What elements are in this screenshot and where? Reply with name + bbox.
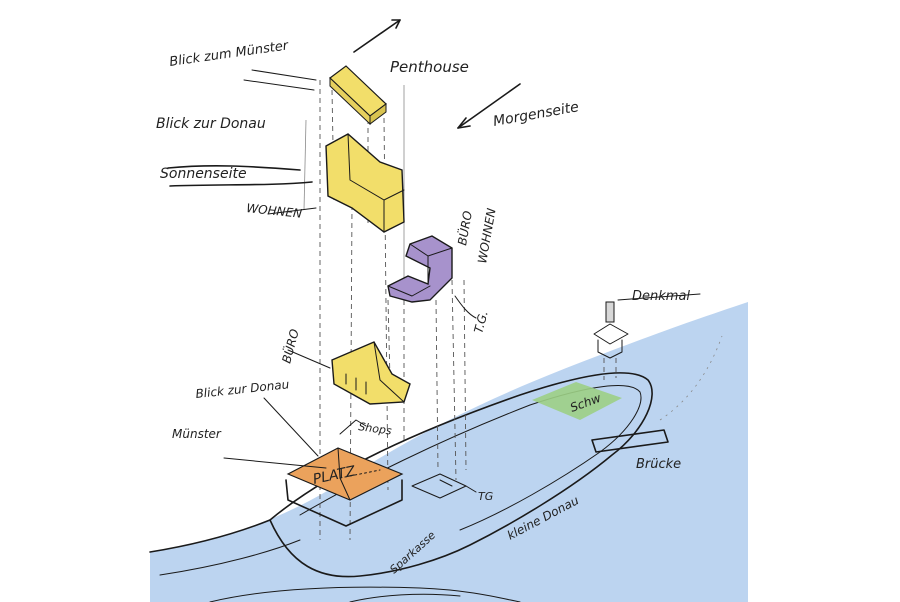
label-bruecke: Brücke xyxy=(636,457,681,472)
label-wohnen: WOHNEN xyxy=(246,201,303,221)
label-penthouse: Penthouse xyxy=(390,58,469,76)
buero-wohnen-block xyxy=(387,235,453,303)
penthouse-block xyxy=(329,65,387,126)
label-buero: BÜRO xyxy=(277,327,301,365)
label-blick-donau-lower: Blick zur Donau xyxy=(195,377,290,401)
label-morgenseite: Morgenseite xyxy=(492,99,580,130)
label-denkmal: Denkmal xyxy=(632,289,690,304)
label-sonnenseite: Sonnenseite xyxy=(160,166,247,182)
label-shops: Shops xyxy=(358,420,393,438)
denkmal-monument xyxy=(593,301,629,380)
island-inner-outline xyxy=(299,385,642,531)
label-buero-wohnen-1: BÜRO xyxy=(453,209,475,246)
platz-plaza xyxy=(285,447,404,527)
label-buero-wohnen-2: WOHNEN xyxy=(475,207,498,264)
green-area xyxy=(532,382,622,420)
annotation-arrows xyxy=(167,19,701,493)
danube-water xyxy=(150,302,748,602)
label-muenster-lower: Münster xyxy=(172,427,222,441)
label-blick-muenster-top: Blick zum Münster xyxy=(168,38,290,70)
buero-block xyxy=(331,341,411,405)
label-tg-upper: T.G. xyxy=(471,309,490,335)
bridge-shape xyxy=(591,429,669,453)
label-tg-lower: TG xyxy=(478,490,493,503)
road-sweep-2 xyxy=(349,593,461,602)
island-outline xyxy=(269,371,653,578)
wohnen-block xyxy=(325,133,405,233)
riverbank-left-2 xyxy=(159,539,301,576)
riverbank-left xyxy=(149,519,271,553)
road-sweep xyxy=(209,586,521,602)
label-blick-donau: Blick zur Donau xyxy=(156,116,266,132)
